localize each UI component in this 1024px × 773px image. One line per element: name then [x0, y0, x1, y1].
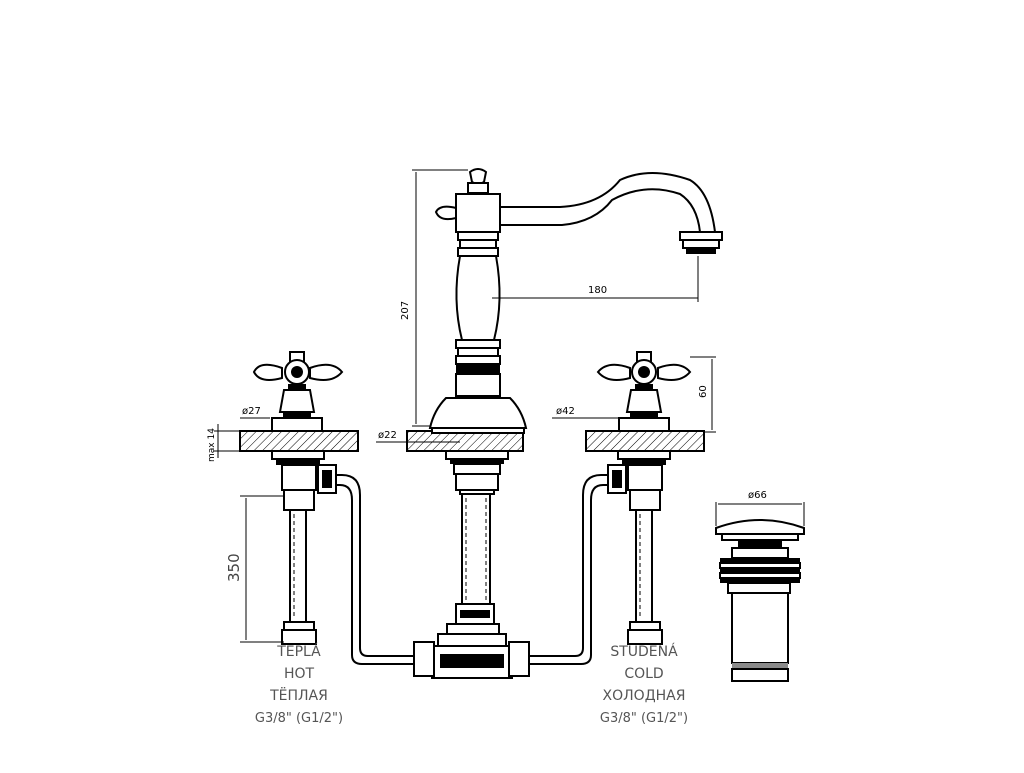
dim-max14: max 14 [207, 428, 217, 462]
cold-thread-spec: G3/8" (G1/2") [600, 711, 688, 726]
deck-right [585, 430, 705, 452]
dim-dia22: ø22 [378, 430, 397, 441]
dim-dia66: ø66 [748, 490, 767, 501]
hot-thread-spec: G3/8" (G1/2") [255, 711, 343, 726]
cold-label-ru: ХОЛОДНАЯ [603, 688, 686, 704]
dim-dia27: ø27 [242, 406, 261, 417]
cold-label-en: COLD [624, 666, 663, 682]
hot-label-ru: ТЁПЛАЯ [269, 686, 328, 704]
dim-180: 180 [588, 285, 607, 296]
hot-label-cz: TEPLÁ [276, 643, 321, 660]
cold-label-cz: STUDENÁ [610, 643, 678, 660]
dim-dia42: ø42 [556, 406, 575, 417]
spout-assembly [413, 168, 723, 679]
dimension-lines [214, 169, 805, 643]
hot-label-group: TEPLÁ HOT ТЁПЛАЯ G3/8" (G1/2") [255, 643, 343, 726]
cold-valve [596, 351, 692, 645]
popup-waste [715, 519, 805, 682]
cold-label-group: STUDENÁ COLD ХОЛОДНАЯ G3/8" (G1/2") [600, 643, 688, 726]
dim-60: 60 [698, 385, 709, 398]
dim-350: 350 [225, 553, 243, 582]
hot-label-en: HOT [284, 666, 315, 682]
dim-207: 207 [400, 301, 411, 320]
hot-valve [252, 351, 344, 645]
deck-left [239, 430, 359, 452]
connecting-pipes [335, 474, 608, 665]
